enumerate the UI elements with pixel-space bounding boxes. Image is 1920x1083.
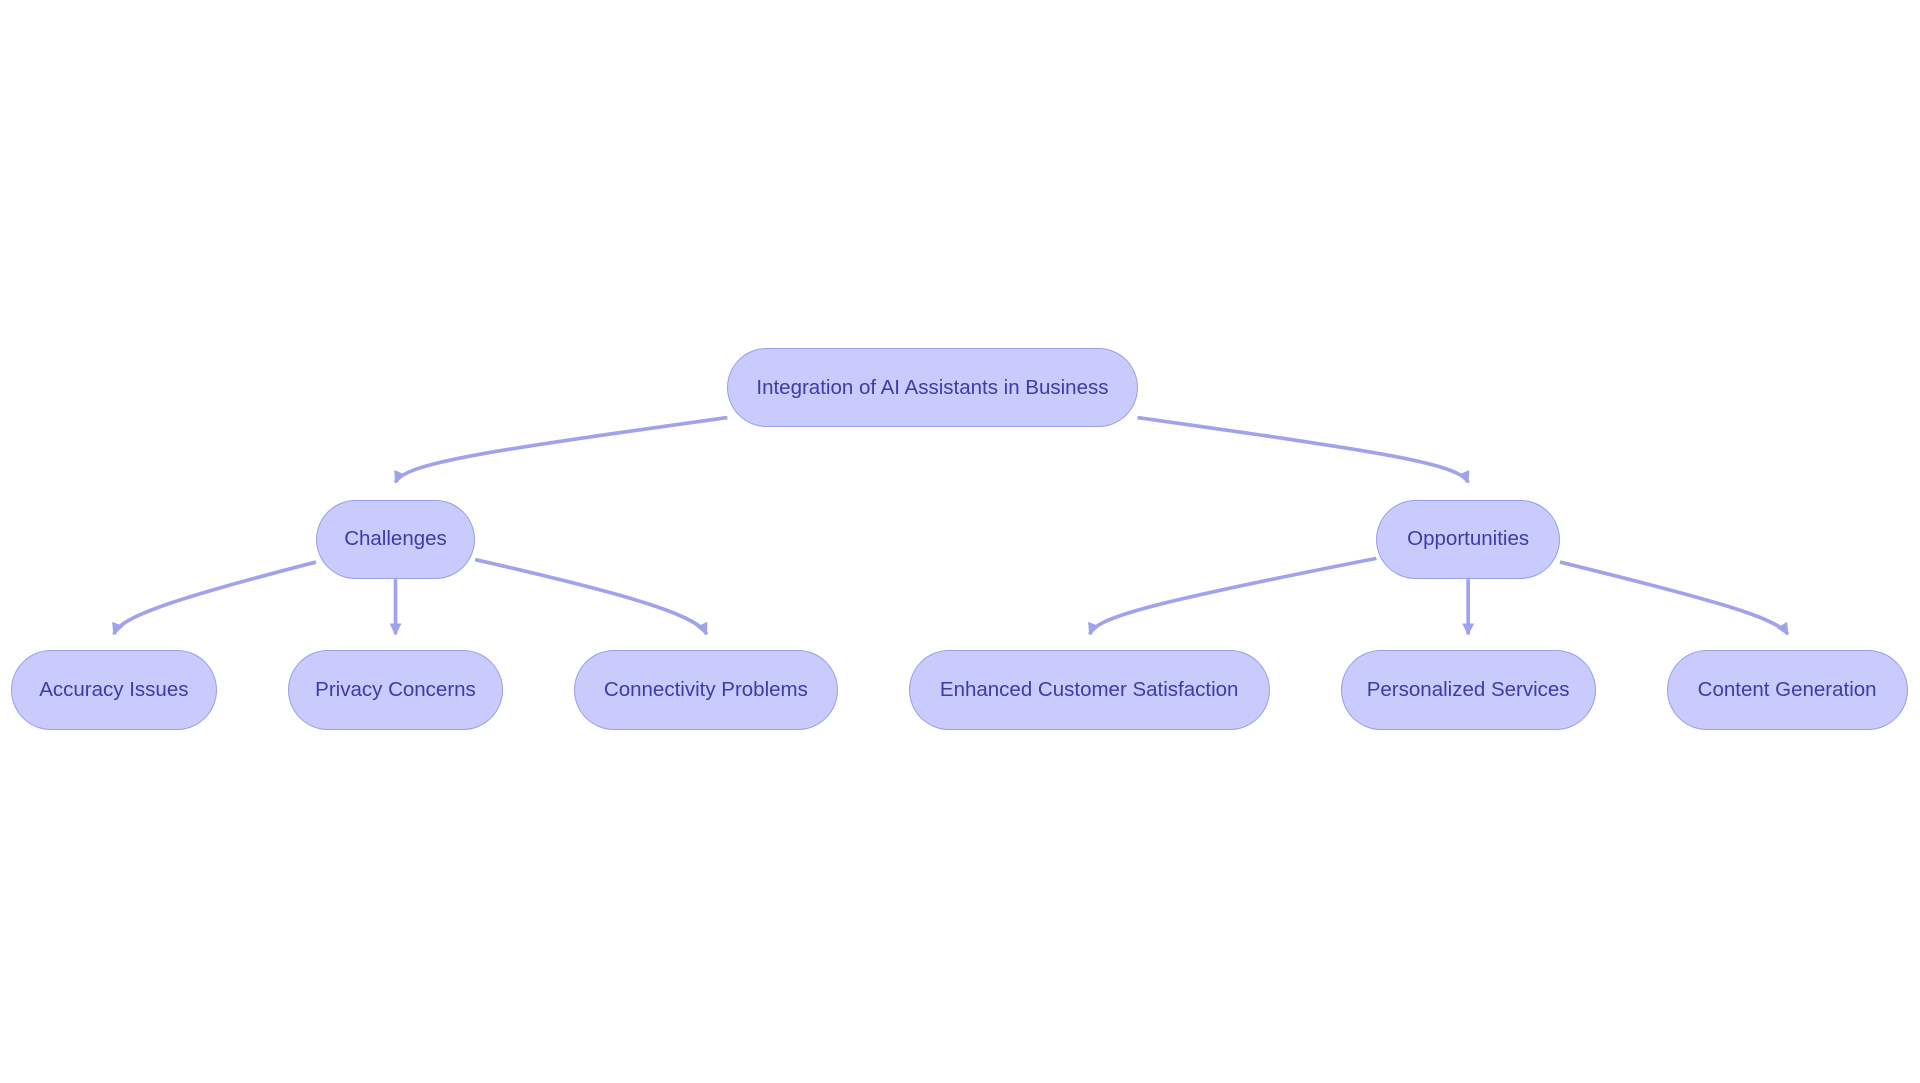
leaf-node-privacy-concerns: Privacy Concerns	[287, 650, 504, 730]
leaf-node-label: Enhanced Customer Satisfaction	[939, 677, 1239, 701]
leaf-node-label: Privacy Concerns	[315, 677, 476, 701]
leaf-node-enhanced-customer-satisfaction: Enhanced Customer Satisfaction	[908, 650, 1270, 730]
leaf-node-label: Connectivity Problems	[603, 677, 808, 701]
edge-opportunities-enhanced	[1088, 556, 1377, 636]
edge-root-challenges	[393, 415, 728, 484]
root-node: Integration of AI Assistants in Business	[727, 347, 1138, 428]
branch-node-label: Challenges	[344, 527, 447, 551]
branch-node-label: Opportunities	[1407, 527, 1530, 551]
branch-node-challenges: Challenges	[315, 499, 476, 580]
edge-opportunities-content	[1559, 560, 1790, 636]
edge-root-opportunities	[1137, 415, 1470, 484]
edge-challenges-connectivity	[474, 557, 709, 636]
leaf-node-personalized-services: Personalized Services	[1340, 650, 1596, 730]
branch-node-opportunities: Opportunities	[1376, 499, 1560, 580]
edge-challenges-accuracy	[112, 560, 317, 636]
leaf-node-connectivity-problems: Connectivity Problems	[574, 650, 838, 730]
leaf-node-label: Accuracy Issues	[39, 677, 189, 701]
leaf-node-content-generation: Content Generation	[1666, 650, 1908, 730]
leaf-node-label: Content Generation	[1697, 677, 1877, 701]
root-node-label: Integration of AI Assistants in Business	[756, 375, 1109, 399]
leaf-node-label: Personalized Services	[1366, 677, 1570, 701]
leaf-node-accuracy-issues: Accuracy Issues	[11, 650, 217, 730]
edge-group	[112, 415, 1790, 636]
